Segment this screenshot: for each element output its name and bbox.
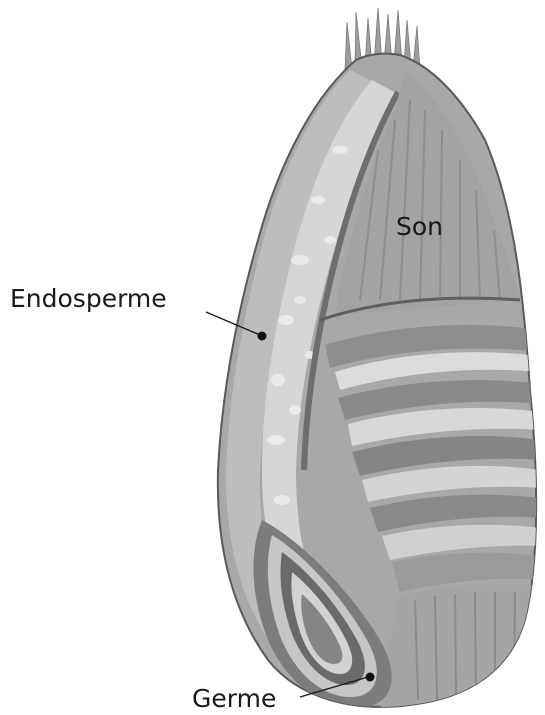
endosperme-marker-dot <box>258 332 267 341</box>
germe-marker-dot <box>366 673 375 682</box>
label-son: Son <box>396 212 443 241</box>
wheat-grain <box>218 54 540 715</box>
label-endosperme: Endosperme <box>10 284 167 313</box>
lower-bran-panel <box>380 584 540 715</box>
label-germe: Germe <box>192 684 276 713</box>
